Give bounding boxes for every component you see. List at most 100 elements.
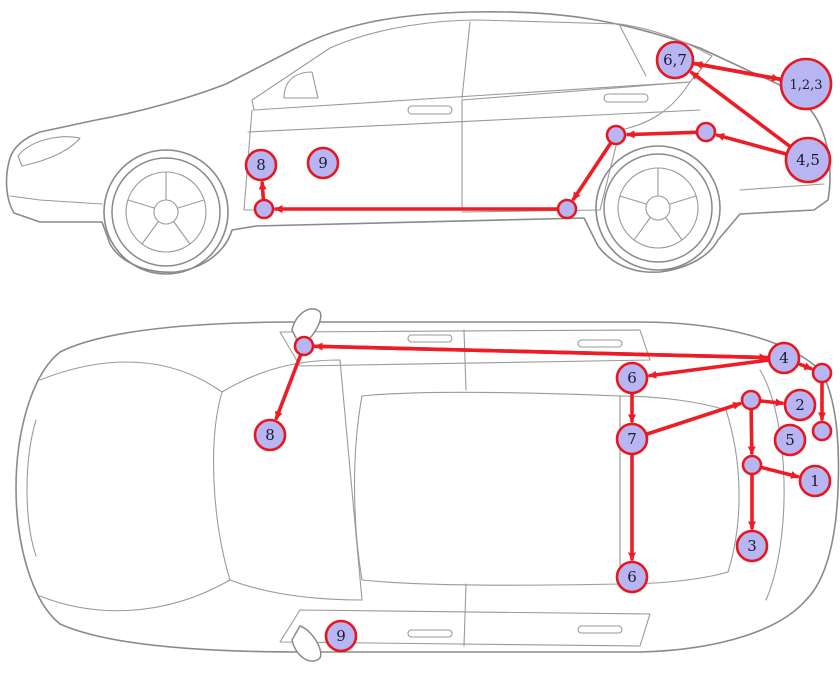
top-node-n: 6 <box>615 560 649 594</box>
top-node-o-label: 9 <box>336 627 346 645</box>
top-node-n-label: 6 <box>627 568 637 586</box>
car-top-roof <box>353 391 621 586</box>
side-node-a: 6,7 <box>655 40 695 80</box>
top-arrow-c-to-f <box>648 358 770 379</box>
car-side-belt-line <box>247 109 701 133</box>
side-node-f-circle <box>556 198 578 220</box>
top-node-m: 3 <box>735 529 769 563</box>
car-top-front-bumper <box>26 419 37 557</box>
car-side-rear-wheel-arch <box>595 145 721 271</box>
side-arrow-e-to-f <box>571 141 613 201</box>
side-node-b-circle <box>779 57 833 111</box>
top-node-i-circle <box>783 388 817 422</box>
side-node-g <box>253 198 275 220</box>
top-node-b-circle <box>253 418 287 452</box>
side-view-nodes: 6,7 1,2,3 4,5 8 9 <box>244 40 833 220</box>
side-arrow-c-to-a <box>689 70 792 148</box>
top-node-h <box>740 389 762 411</box>
car-side-rear-wheel <box>603 153 713 263</box>
car-side-rear-pillar <box>619 25 647 77</box>
car-side-rear-bumper <box>739 183 825 191</box>
car-side-window-line <box>251 19 713 111</box>
car-top-handle-1 <box>407 334 453 343</box>
side-node-c: 4,5 <box>784 136 832 184</box>
car-top-body-outline <box>15 321 840 653</box>
car-top-door-top <box>279 329 651 367</box>
car-top-handle-3 <box>407 629 453 638</box>
side-node-h: 8 <box>244 148 278 182</box>
car-top-door-top-divider <box>463 329 467 391</box>
car-side-rear-spokes <box>619 167 697 241</box>
side-node-h-label: 8 <box>256 156 266 174</box>
top-node-j-circle <box>773 423 807 457</box>
side-arrow-a-to-b <box>691 61 781 82</box>
top-node-f-label: 6 <box>627 369 637 387</box>
car-side-front-spokes <box>127 171 205 245</box>
side-node-c-circle <box>784 136 832 184</box>
side-node-g-circle <box>253 198 275 220</box>
side-node-f <box>556 198 578 220</box>
top-arrow-k-to-l <box>759 465 800 479</box>
side-arrow-g-to-h <box>258 181 267 201</box>
top-node-j-label: 5 <box>785 431 795 449</box>
side-node-i-circle <box>306 146 340 180</box>
top-arrow-h-to-i <box>759 398 784 407</box>
car-side-mirror <box>283 71 319 99</box>
top-node-g: 7 <box>615 422 649 456</box>
side-node-a-circle <box>655 40 695 80</box>
car-side-headlight <box>17 136 81 167</box>
car-top-door-bottom <box>279 609 651 647</box>
top-node-f-circle <box>615 361 649 395</box>
top-node-k <box>741 454 763 476</box>
car-top-rear-window <box>619 395 740 585</box>
side-node-h-circle <box>244 148 278 182</box>
side-arrow-d-to-e <box>626 130 698 139</box>
top-arrow-c-to-d <box>797 362 813 371</box>
top-arrow-h-to-k <box>747 408 756 455</box>
top-arrow-g-to-h <box>645 401 742 436</box>
top-node-e <box>811 420 833 442</box>
car-side-bumper <box>9 195 103 205</box>
top-node-o-circle <box>324 619 358 653</box>
top-node-f: 6 <box>615 361 649 395</box>
car-top-windshield <box>213 359 363 601</box>
top-node-c-label: 4 <box>779 349 789 367</box>
side-node-d <box>695 121 717 143</box>
side-node-i-label: 9 <box>318 154 328 172</box>
car-side-rear-handle <box>603 93 649 103</box>
car-top-view <box>15 308 840 662</box>
top-node-a <box>293 335 315 357</box>
top-node-l: 1 <box>798 464 832 498</box>
top-node-o: 9 <box>324 619 358 653</box>
car-top-handle-2 <box>577 339 623 348</box>
side-node-b: 1,2,3 <box>779 57 833 111</box>
car-side-body-outline <box>5 10 831 273</box>
top-node-c: 4 <box>767 341 801 375</box>
car-top-handle-4 <box>577 625 623 634</box>
top-node-c-circle <box>767 341 801 375</box>
top-node-l-circle <box>798 464 832 498</box>
top-node-j: 5 <box>773 423 807 457</box>
top-node-d <box>811 362 833 384</box>
side-node-b-label: 1,2,3 <box>789 78 822 93</box>
top-node-b-label: 8 <box>265 426 275 444</box>
side-node-e <box>605 124 627 146</box>
side-node-i: 9 <box>306 146 340 180</box>
top-arrow-a-to-b <box>274 353 303 420</box>
top-node-m-circle <box>735 529 769 563</box>
top-node-n-circle <box>615 560 649 594</box>
top-node-g-label: 7 <box>627 430 637 448</box>
top-node-l-label: 1 <box>810 472 820 490</box>
top-node-e-circle <box>811 420 833 442</box>
car-top-trunk-line <box>759 369 785 601</box>
top-node-h-circle <box>740 389 762 411</box>
side-node-c-label: 4,5 <box>796 151 820 169</box>
top-node-k-circle <box>741 454 763 476</box>
top-arrow-a-to-c <box>312 344 768 362</box>
car-side-front-wheel-arch <box>103 149 229 275</box>
car-top-hood-line-lower <box>39 579 231 612</box>
car-top-mirror-lower <box>291 625 322 662</box>
